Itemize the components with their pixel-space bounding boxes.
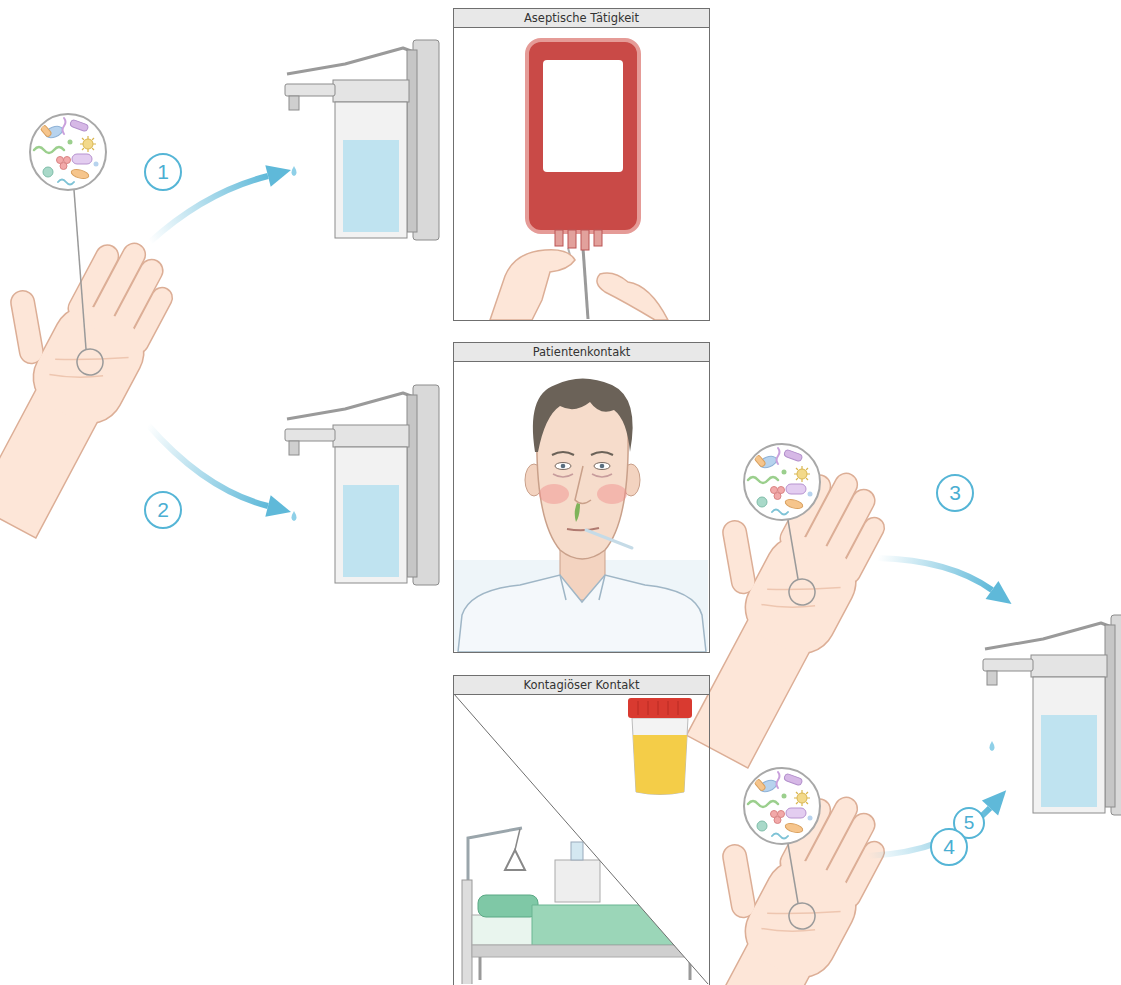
panel-box: Aseptische Tätigkeit (453, 8, 710, 321)
hospital-bed (462, 828, 705, 985)
microbe-magnifier (744, 768, 820, 844)
dispenser (983, 615, 1121, 815)
dispenser (285, 40, 439, 240)
panel-box: Kontagiöser Kontakt (453, 675, 710, 985)
flow-arrow (148, 165, 1012, 856)
panel-heading: Patientenkontakt (454, 343, 709, 362)
panel-box: Patientenkontakt (453, 342, 710, 653)
urine-cup (628, 698, 692, 795)
callout-number: 4 (930, 828, 968, 866)
dispenser (285, 385, 439, 585)
panel-divider (454, 694, 708, 984)
hand (0, 202, 190, 542)
blood-bag (490, 40, 668, 320)
callout-number: 1 (144, 153, 182, 191)
patient-face (454, 379, 708, 653)
panel-heading: Kontagiöser Kontakt (454, 676, 709, 695)
panel-heading: Aseptische Tätigkeit (454, 9, 709, 28)
callout-number: 3 (936, 474, 974, 512)
microbe-magnifier (744, 444, 820, 520)
leader-line (74, 190, 798, 903)
microbe-magnifier (30, 114, 106, 190)
callout-number: 2 (144, 491, 182, 529)
